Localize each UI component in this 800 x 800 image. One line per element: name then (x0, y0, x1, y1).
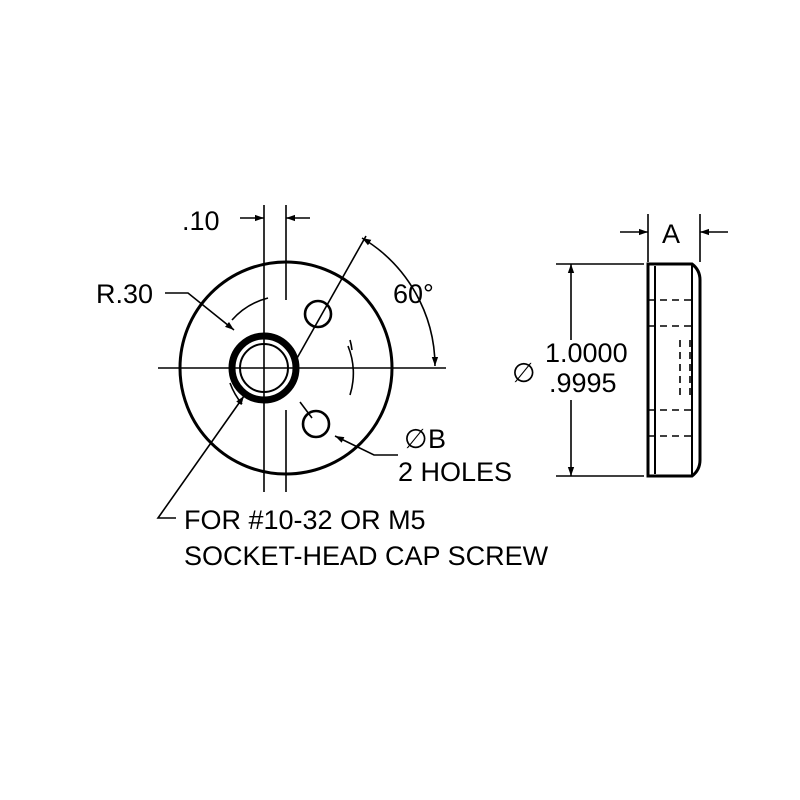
hole-axis-line (295, 235, 367, 361)
hole-diameter-label: B (428, 424, 446, 454)
hidden-lines (648, 299, 692, 437)
hole-diameter-symbol: ∅ (404, 424, 428, 454)
radius-label: R.30 (96, 279, 153, 309)
radius-leader (165, 292, 235, 331)
front-view: .10 R.30 60° ∅ B 2 HOLES FOR #10-32 OR M… (96, 205, 549, 571)
od-upper-value: 1.0000 (545, 338, 628, 368)
angle-dim-arc (361, 237, 439, 367)
hole-callout-leader (334, 435, 398, 456)
offset-dimension-label: .10 (182, 206, 220, 236)
od-lower-value: .9995 (549, 368, 617, 398)
screw-callout-line2: SOCKET-HEAD CAP SCREW (184, 541, 549, 571)
screw-callout-leader (156, 395, 245, 519)
upper-hole (303, 299, 333, 329)
thickness-label: A (662, 219, 680, 249)
screw-callout-line1: FOR #10-32 OR M5 (184, 505, 426, 535)
od-diameter-symbol: ∅ (512, 358, 536, 388)
side-view: A ∅ 1.0000 .9995 (512, 214, 728, 478)
hole-count-label: 2 HOLES (398, 457, 512, 487)
counterbore (228, 332, 300, 404)
angle-label: 60° (393, 279, 434, 309)
lower-hole (301, 409, 331, 439)
side-view-outline (646, 262, 702, 478)
